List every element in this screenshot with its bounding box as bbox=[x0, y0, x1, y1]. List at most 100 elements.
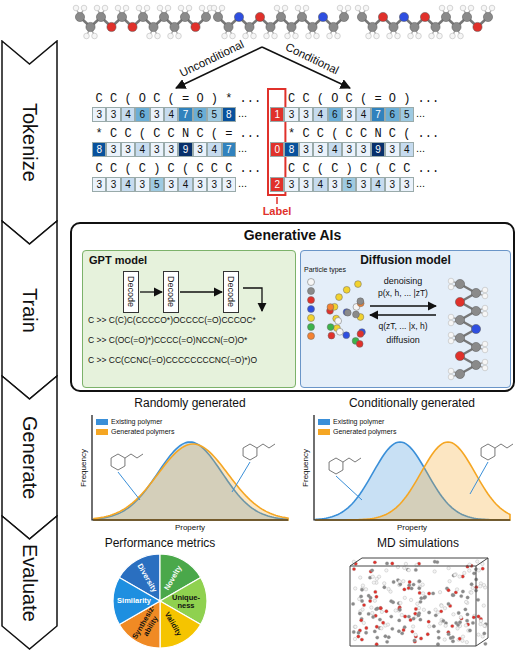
md-atom bbox=[451, 640, 454, 643]
md-atom bbox=[428, 625, 431, 628]
panel-fill bbox=[82, 250, 296, 388]
chain bbox=[257, 444, 275, 448]
md-atom bbox=[398, 619, 401, 622]
hydrogen-atom bbox=[482, 341, 488, 347]
noise-particle bbox=[357, 298, 364, 305]
atom bbox=[471, 306, 480, 315]
atom bbox=[431, 22, 440, 31]
stage-name: Tokenize bbox=[18, 103, 41, 182]
hydrogen-atom bbox=[460, 5, 466, 11]
stage-name: Train bbox=[18, 288, 41, 333]
hydrogen-atom bbox=[482, 305, 488, 311]
process-label: diffusion bbox=[386, 335, 419, 345]
md-atom bbox=[351, 602, 354, 605]
md-atom bbox=[464, 608, 467, 611]
noise-particle bbox=[327, 324, 334, 331]
md-atom bbox=[352, 567, 355, 570]
md-atom bbox=[411, 630, 414, 633]
md-atom bbox=[365, 626, 368, 629]
md-atom bbox=[357, 631, 360, 634]
md-atom bbox=[483, 624, 486, 627]
molecule-model bbox=[448, 278, 488, 380]
hydrogen-atom bbox=[219, 5, 225, 11]
md-atom bbox=[452, 613, 455, 616]
md-atom bbox=[470, 591, 473, 594]
hydrogen-atom bbox=[136, 5, 142, 11]
chevron-outline bbox=[2, 376, 57, 539]
distribution-curve bbox=[94, 442, 288, 520]
cube-edges bbox=[350, 558, 488, 646]
md-atom bbox=[438, 590, 441, 593]
atom bbox=[357, 12, 366, 21]
ring bbox=[481, 444, 495, 460]
hydrogen-atom bbox=[144, 5, 150, 11]
hydrogen-atom bbox=[448, 368, 454, 374]
hydrogen-atom bbox=[285, 33, 291, 39]
model-panel: Generative AIsGPT modelDecodeDecodeDecod… bbox=[70, 222, 515, 392]
atom bbox=[329, 22, 338, 31]
legend-text: Generated polymers bbox=[333, 427, 396, 436]
token-id: 5 bbox=[150, 177, 164, 192]
generated-sequence: C >> C(OC(=O)*)CCCC(=O)NCCN(=O)O* bbox=[88, 336, 247, 346]
legend-swatch bbox=[318, 419, 330, 425]
md-atom bbox=[437, 630, 440, 633]
hydrogen-atom bbox=[243, 33, 249, 39]
atom bbox=[287, 22, 296, 31]
md-atom bbox=[357, 635, 360, 638]
hydrogen-atom bbox=[274, 5, 280, 11]
md-atom bbox=[448, 580, 451, 583]
leader-line bbox=[470, 462, 488, 494]
structure-sketch bbox=[470, 444, 513, 494]
md-atom bbox=[370, 569, 373, 572]
md-atom bbox=[423, 595, 426, 598]
md-atom bbox=[400, 613, 403, 616]
metric-name: Synthesiz- ability bbox=[131, 604, 163, 644]
token-id: 3 bbox=[299, 177, 313, 192]
md-atom bbox=[385, 610, 388, 613]
hydrogen-atom bbox=[437, 33, 443, 39]
md-atom bbox=[402, 580, 405, 583]
md-atom bbox=[461, 635, 464, 638]
atom bbox=[117, 12, 126, 21]
molecule-model bbox=[211, 5, 351, 39]
label-arrow bbox=[276, 197, 278, 204]
hydrogen-atom bbox=[448, 284, 454, 290]
chart-axes bbox=[314, 415, 510, 520]
hydrogen-atom bbox=[482, 287, 488, 293]
noise-particle bbox=[335, 318, 342, 325]
leader-line bbox=[336, 476, 362, 500]
noise-particle bbox=[356, 340, 363, 347]
stage-chevron: Evaluate bbox=[1, 515, 58, 650]
md-atom bbox=[385, 562, 388, 565]
md-atom bbox=[413, 639, 416, 642]
particle-caption: Particle types bbox=[304, 266, 346, 274]
md-atom bbox=[360, 599, 363, 602]
hydrogen-atom bbox=[102, 5, 108, 11]
md-atom bbox=[369, 596, 372, 599]
legend-entry: Generated polymers bbox=[318, 427, 396, 436]
legend-swatch bbox=[96, 419, 108, 425]
md-atom bbox=[353, 625, 356, 628]
distribution-chart bbox=[314, 415, 510, 520]
decoder-box: Decode bbox=[223, 271, 239, 313]
md-atom bbox=[399, 601, 402, 604]
structure-sketch bbox=[232, 444, 275, 492]
md-atom bbox=[397, 630, 400, 633]
hydrogen-atom bbox=[366, 33, 372, 39]
atom bbox=[266, 22, 275, 31]
md-atom bbox=[481, 635, 484, 638]
smiles-tokens: * C C ( C C N C ( ... bbox=[288, 127, 439, 141]
label-column-frame bbox=[268, 89, 285, 195]
legend-swatch bbox=[96, 429, 108, 435]
md-atom bbox=[361, 584, 364, 587]
flow-arrow bbox=[140, 291, 162, 292]
ellipsis: ... bbox=[416, 142, 425, 155]
atom bbox=[455, 315, 464, 324]
md-simulation-box bbox=[350, 558, 488, 646]
md-atom bbox=[414, 633, 417, 636]
atom bbox=[138, 12, 147, 21]
token-id: 3 bbox=[207, 177, 221, 192]
legend-text: Existing polymer bbox=[333, 417, 384, 426]
decoder-label: Decode bbox=[226, 276, 236, 307]
md-atom bbox=[427, 611, 430, 614]
